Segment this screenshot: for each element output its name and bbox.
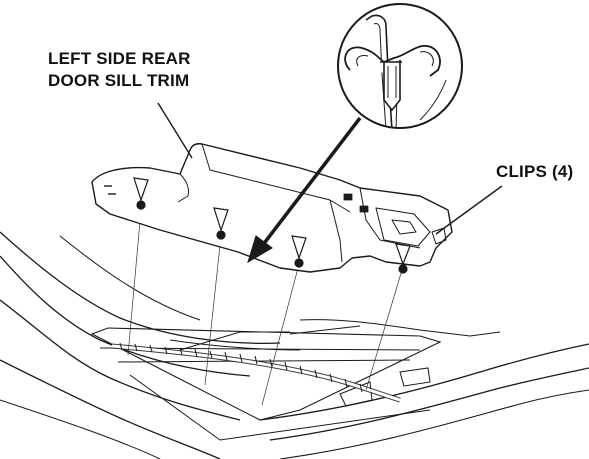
clip-icon — [213, 207, 229, 240]
trim-label-line1: LEFT SIDE REAR — [48, 49, 191, 68]
leader-lines — [157, 102, 503, 235]
clips-label: CLIPS (4) — [496, 161, 573, 183]
clip-icon — [291, 235, 307, 268]
wire-harness — [111, 342, 401, 403]
clips-label-text: CLIPS (4) — [496, 162, 574, 181]
clip-icon — [395, 243, 411, 274]
clip-icon — [133, 177, 149, 210]
clip-markers — [133, 177, 411, 274]
trim-label: LEFT SIDE REAR DOOR SILL TRIM — [48, 48, 248, 92]
sill-trim-part — [91, 143, 453, 273]
detail-magnifier — [247, 3, 463, 264]
vehicle-body — [0, 231, 589, 459]
trim-label-line2: DOOR SILL TRIM — [48, 71, 190, 90]
clip-guide-lines — [127, 209, 403, 406]
